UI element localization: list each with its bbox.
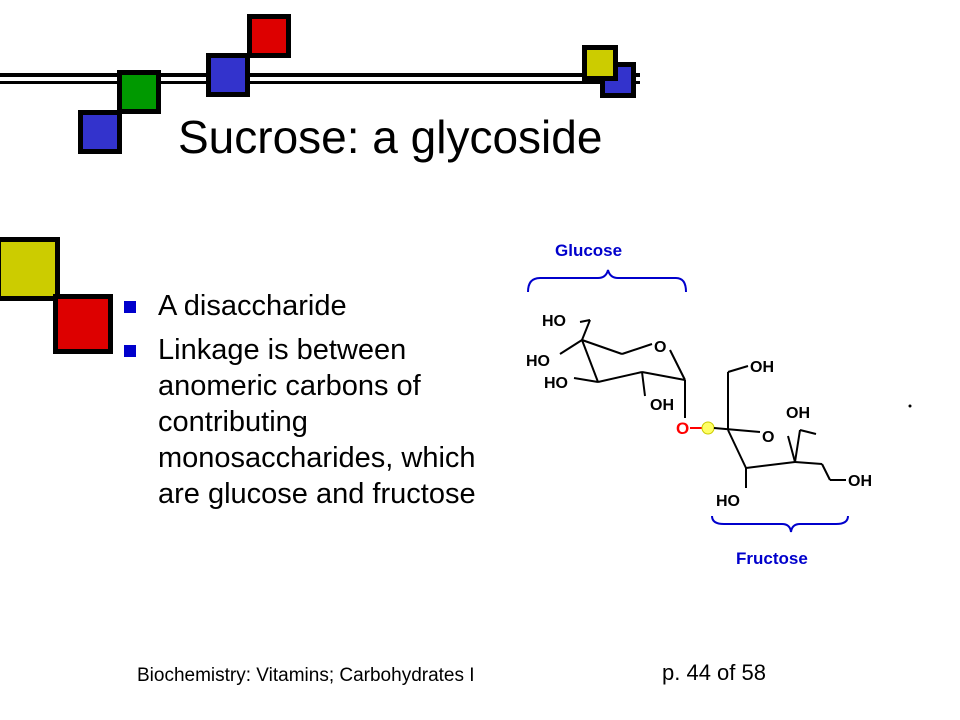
- bullet-square-icon: [124, 345, 136, 357]
- fru-oh-right: OH: [848, 473, 872, 490]
- fru-bond: [727, 365, 749, 373]
- fructose-label: Fructose: [736, 549, 808, 568]
- fru-ring-oh: OH: [786, 405, 810, 422]
- glc-oh: OH: [650, 397, 674, 414]
- glc-ho-2: HO: [526, 353, 550, 370]
- bullet-item: A disaccharide: [124, 288, 514, 324]
- fru-bond: [713, 427, 761, 433]
- glc-bond: [641, 371, 686, 381]
- decor-square-red: [247, 14, 291, 58]
- bullet-item: Linkage is between anomeric carbons of c…: [124, 332, 514, 512]
- glc-bond: [581, 339, 599, 383]
- glc-ring-o: O: [654, 339, 666, 356]
- bullet-text: Linkage is between anomeric carbons of c…: [158, 334, 476, 510]
- stray-dot: [908, 404, 912, 408]
- fru-bond: [727, 429, 747, 469]
- glc-bond: [669, 349, 686, 381]
- fru-ch2oh: OH: [750, 359, 774, 376]
- fru-bond: [787, 435, 796, 463]
- fru-bond: [821, 463, 831, 481]
- glc-bond: [573, 377, 599, 383]
- bullet-square-icon: [124, 301, 136, 313]
- decor-square-blue: [206, 53, 250, 97]
- decor-square-yellow-left: [0, 237, 60, 301]
- glc-bond: [559, 339, 583, 355]
- fru-ho-bottom: HO: [716, 493, 740, 510]
- sucrose-structure-diagram: Glucose HO HO HO O OH O: [526, 241, 912, 568]
- glc-bond: [597, 371, 643, 383]
- fru-bond: [799, 429, 817, 435]
- glc-bond: [641, 371, 646, 397]
- link-oxygen: O: [676, 419, 689, 438]
- fru-bond: [794, 429, 801, 463]
- decor-square-blue-2: [78, 110, 122, 154]
- glc-bond: [581, 339, 623, 355]
- footer-course-title: Biochemistry: Vitamins; Carbohydrates I: [137, 665, 475, 686]
- decor-square-green: [117, 70, 161, 114]
- decor-square-yellow: [582, 45, 618, 81]
- top-decor-line-2: [0, 81, 640, 84]
- bullet-text: A disaccharide: [158, 290, 347, 322]
- glc-bond: [581, 319, 591, 341]
- fructose-brace: [711, 515, 849, 533]
- fru-bond: [794, 461, 823, 465]
- glc-bond: [579, 319, 591, 323]
- bullet-list: A disaccharide Linkage is between anomer…: [124, 288, 514, 520]
- slide-title: Sucrose: a glycoside: [178, 111, 603, 163]
- link-marker: [701, 421, 715, 435]
- glc-ho-1: HO: [542, 313, 566, 330]
- footer-page-number: p. 44 of 58: [662, 660, 766, 685]
- fru-ring-o: O: [762, 429, 774, 446]
- glc-bond: [621, 343, 653, 355]
- glucose-brace: [527, 269, 687, 293]
- decor-square-red-left: [53, 294, 113, 354]
- glucose-label: Glucose: [555, 241, 622, 260]
- fru-bond: [745, 461, 796, 469]
- glc-ho-3: HO: [544, 375, 568, 392]
- top-decor-line: [0, 73, 640, 77]
